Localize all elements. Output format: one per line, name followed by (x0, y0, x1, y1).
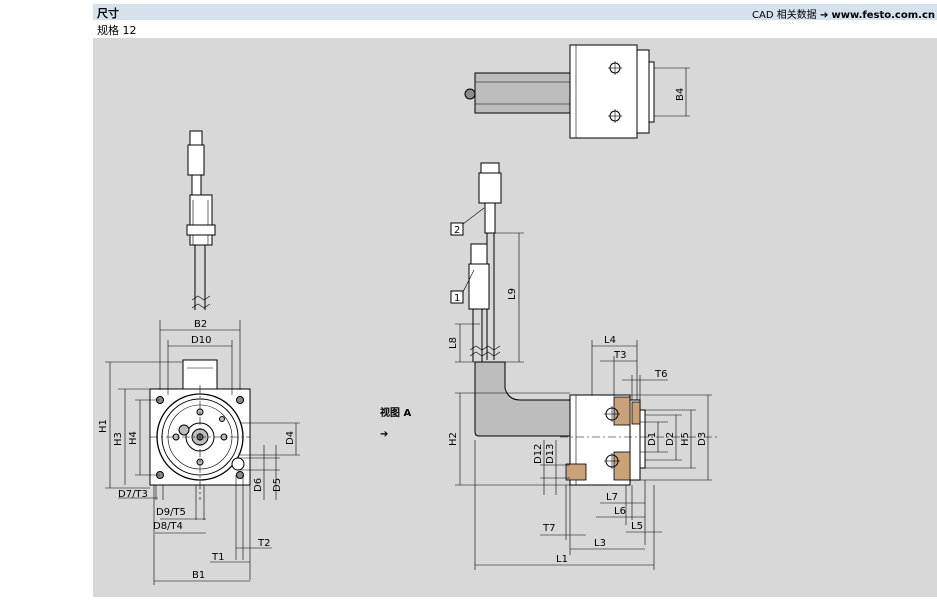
dim-d6: D6 (253, 478, 264, 492)
top-shaft (474, 72, 571, 114)
website-url[interactable]: www.festo.com.cn (831, 10, 935, 21)
front-cable (186, 130, 216, 310)
dim-d7-t3: D7/T3 (118, 489, 148, 500)
dim-l8: L8 (448, 337, 459, 349)
top-view: B4 (464, 44, 690, 139)
dim-h5: H5 (680, 432, 691, 446)
dim-d4: D4 (285, 431, 296, 445)
dim-b2: B2 (194, 319, 207, 330)
view-a-arrow-icon: ➔ (380, 429, 388, 440)
dim-t7: T7 (542, 523, 555, 534)
dim-l1: L1 (556, 554, 568, 565)
dim-b1: B1 (192, 570, 205, 581)
dim-d12: D12 (533, 444, 544, 464)
dim-d8-t4: D8/T4 (153, 521, 183, 532)
dim-d9-t5: D9/T5 (156, 507, 186, 518)
dim-d13: D13 (545, 444, 556, 464)
size-subtitle: 规格 12 (97, 24, 137, 37)
cad-text: CAD 相关数据 (752, 10, 817, 21)
dim-t1: T1 (211, 552, 224, 563)
header-bar: 尺寸 CAD 相关数据 ➔ www.festo.com.cn (93, 4, 937, 21)
dim-t2: T2 (257, 538, 270, 549)
callout-2: 2 (454, 225, 460, 236)
page-title: 尺寸 (97, 7, 119, 20)
drawing-area: B2 D10 H1 H3 H4 D4 D6 D5 (93, 38, 937, 597)
dim-t3: T3 (613, 350, 626, 361)
dim-d10: D10 (191, 335, 211, 346)
dim-h2: H2 (448, 432, 459, 446)
dim-l3: L3 (594, 538, 606, 549)
side-arm (474, 361, 571, 437)
dim-l7: L7 (606, 492, 618, 503)
view-a-label: 视图 A (380, 406, 411, 419)
dim-b4: B4 (675, 88, 686, 101)
dim-d1: D1 (647, 432, 658, 446)
dim-l4: L4 (604, 335, 616, 346)
dim-h3: H3 (113, 432, 124, 446)
dim-l6: L6 (614, 506, 626, 517)
dim-d2: D2 (665, 432, 676, 446)
dim-d3: D3 (697, 432, 708, 446)
dim-l5: L5 (631, 521, 643, 532)
dim-h1: H1 (98, 419, 109, 433)
subheader-bar: 规格 12 (93, 20, 937, 38)
dim-h4: H4 (128, 431, 139, 445)
dim-d5: D5 (272, 478, 283, 492)
technical-drawing: B2 D10 H1 H3 H4 D4 D6 D5 (98, 44, 720, 585)
dim-t6: T6 (654, 369, 667, 380)
front-top-boss (182, 359, 218, 390)
arrow-right-icon: ➔ (819, 10, 829, 21)
callout-1: 1 (454, 293, 460, 304)
dim-l9: L9 (507, 288, 518, 300)
front-view: B2 D10 H1 H3 H4 D4 D6 D5 (98, 130, 300, 585)
top-body (569, 44, 638, 139)
side-view: 视图 A ➔ 2 1 L9 L8 (380, 162, 720, 570)
cad-data-link[interactable]: CAD 相关数据 ➔ www.festo.com.cn (752, 6, 935, 21)
